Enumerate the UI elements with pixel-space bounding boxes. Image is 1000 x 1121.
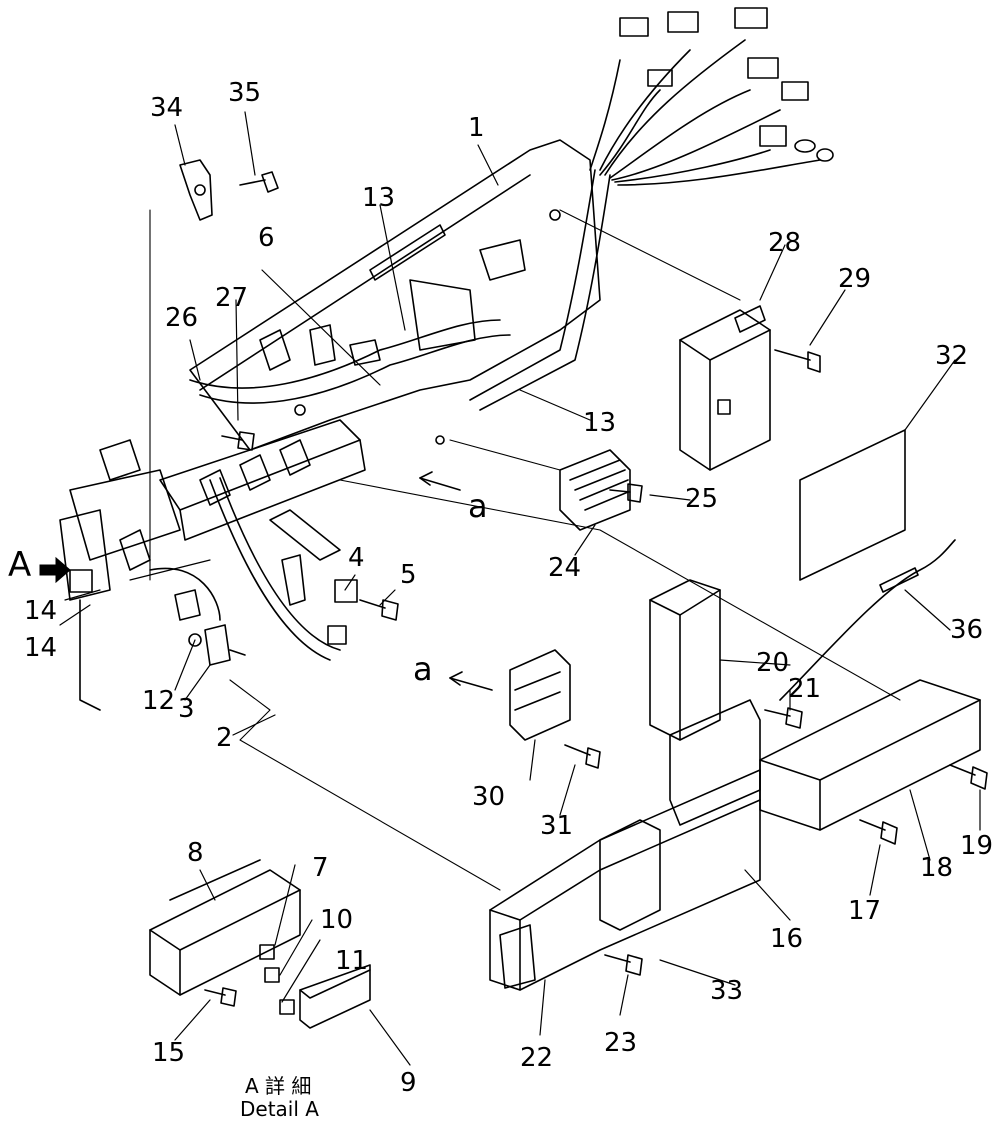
callout-12: 12 [142,686,176,716]
callout-28: 28 [768,228,802,258]
callout-32: 32 [935,341,969,371]
clip-34 [179,159,213,221]
detail-a-fusebox [149,859,371,1029]
callout-23: 23 [604,1028,638,1058]
view-a-arrow-icon [39,556,71,584]
callout-31: 31 [540,811,574,841]
callout-5: 5 [400,560,417,590]
unit-24 [559,449,631,531]
callout-16: 16 [770,924,804,954]
callout-36: 36 [950,615,984,645]
callout-29: 29 [838,264,872,294]
view-arrow-a-lower: a [413,650,433,688]
callout-13-right: 13 [583,408,617,438]
callout-15: 15 [152,1038,186,1068]
wire-harness [189,7,834,411]
callout-1: 1 [468,113,485,143]
callout-30: 30 [472,782,506,812]
callout-8: 8 [187,838,204,868]
callout-22: 22 [520,1043,554,1073]
callout-10: 10 [320,905,354,935]
relay-part-4 [269,509,358,645]
callout-34: 34 [150,93,184,123]
main-bracket-panel [189,139,601,451]
view-arrow-a-upper: a [468,487,488,525]
detail-caption-en: Detail A [240,1097,319,1121]
callout-11: 11 [335,946,369,976]
callout-27: 27 [215,283,249,313]
callout-9: 9 [400,1068,417,1098]
callout-2: 2 [216,723,233,753]
callout-19: 19 [960,831,994,861]
duct-assembly [489,579,981,991]
callout-35: 35 [228,78,262,108]
callout-3: 3 [178,694,195,724]
callout-20: 20 [756,648,790,678]
callout-17: 17 [848,896,882,926]
callout-13-top: 13 [362,183,396,213]
view-a-label: A [8,545,32,585]
detail-caption-jp: A 詳 細 [245,1074,312,1098]
assembly-lines [149,209,901,891]
callout-4: 4 [348,543,365,573]
view-arrows [419,471,493,691]
fuse-box-assembly [59,419,366,711]
callout-14-lower: 14 [24,633,58,663]
callout-18: 18 [920,853,954,883]
controller-28 [679,305,771,471]
relay-bracket [149,477,341,666]
leader-lines [59,111,981,1066]
bolts [204,171,988,1007]
callout-14-upper: 14 [24,596,58,626]
bracket-30 [509,649,571,741]
callout-26: 26 [165,303,199,333]
callout-33: 33 [710,976,744,1006]
cable-36 [779,539,956,701]
label-32 [799,429,906,581]
callout-25: 25 [685,484,719,514]
callout-21: 21 [788,674,822,704]
callout-24: 24 [548,553,582,583]
callout-7: 7 [312,853,329,883]
callout-6: 6 [258,223,275,253]
